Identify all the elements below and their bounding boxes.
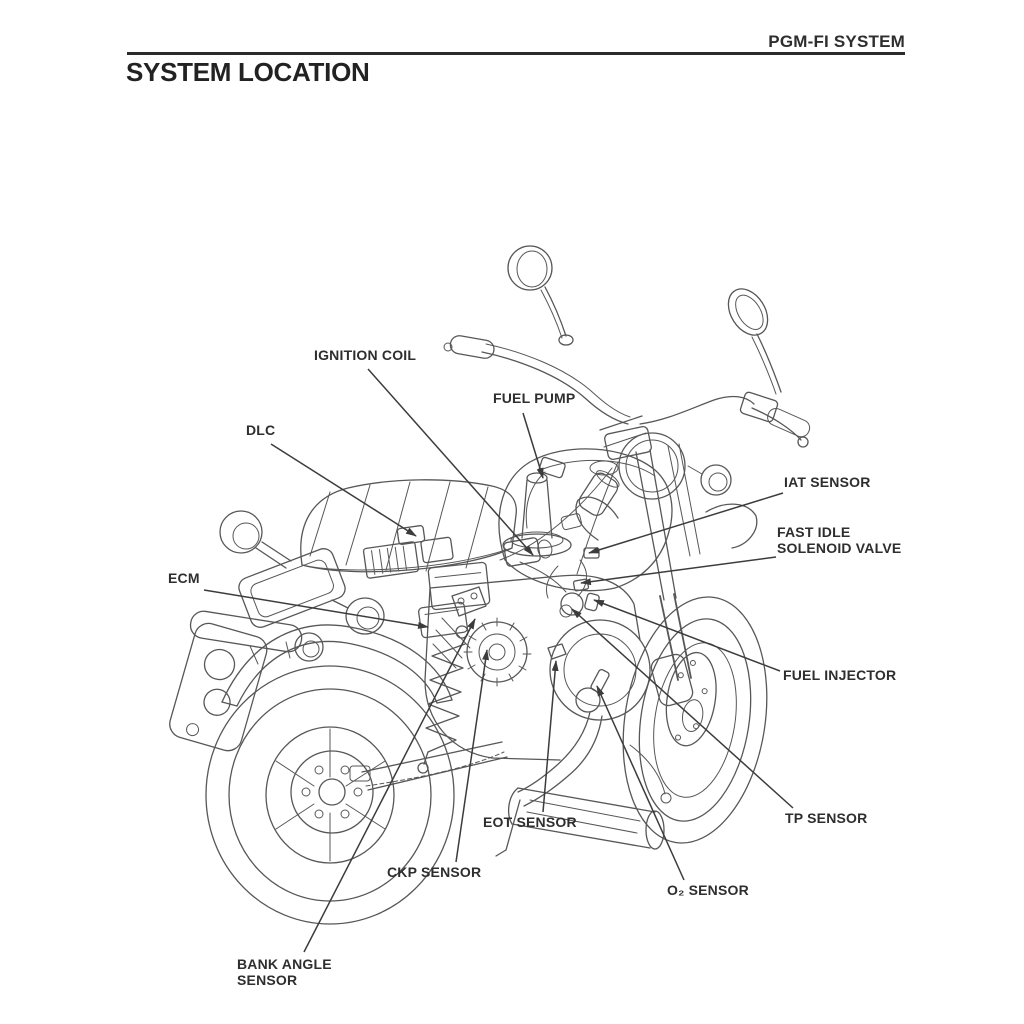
- leader-fuel-injector: [593, 599, 781, 672]
- eot-sensor-part: [547, 643, 567, 660]
- header-section-title: PGM-FI SYSTEM: [768, 32, 905, 51]
- leader-ckp-sensor: [455, 649, 490, 863]
- right-mirror: [727, 288, 782, 395]
- page-title: SYSTEM LOCATION: [126, 57, 370, 87]
- leader-iat-sensor: [588, 492, 784, 554]
- fuel-tank: [498, 448, 673, 592]
- exhaust: [507, 711, 665, 850]
- kickstand: [495, 744, 672, 857]
- label-ckp-sensor: CKP SENSOR: [387, 864, 482, 880]
- leader-o2-sensor: [596, 685, 685, 881]
- label-ignition-coil: IGNITION COIL: [314, 347, 417, 363]
- right-controls: [739, 391, 811, 448]
- leader-ignition-coil: [367, 368, 534, 556]
- leader-ecm: [203, 589, 429, 629]
- header-rule: [127, 52, 905, 55]
- left-mirror: [507, 245, 574, 346]
- leader-bank-angle-sensor: [303, 618, 476, 953]
- label-fuel-pump: FUEL PUMP: [493, 390, 576, 406]
- rear-turn-signals: [219, 510, 385, 662]
- bank-angle-sensor-part: [451, 586, 487, 617]
- alternator-ckp: [463, 617, 532, 687]
- label-ecm: ECM: [168, 570, 200, 586]
- label-o2-sensor: O₂ SENSOR: [667, 882, 749, 898]
- dlc-connector: [396, 525, 426, 545]
- front-fender: [575, 496, 758, 549]
- throttle-body: [545, 547, 600, 618]
- seat: [300, 479, 517, 573]
- label-iat-sensor: IAT SENSOR: [784, 474, 871, 490]
- front-fork: [635, 443, 701, 681]
- leader-fast-idle-solenoid-valve: [580, 556, 777, 586]
- leader-eot-sensor: [542, 660, 559, 813]
- tail-bracket: [169, 610, 303, 752]
- swingarm: [349, 741, 508, 791]
- front-end: [575, 432, 768, 844]
- handlebar: [443, 245, 811, 448]
- taillight: [238, 548, 346, 628]
- label-fuel-injector: FUEL INJECTOR: [783, 667, 897, 683]
- label-tp-sensor: TP SENSOR: [785, 810, 868, 826]
- leader-fuel-pump: [522, 412, 544, 479]
- rear-wheel: [205, 665, 455, 925]
- leader-tp-sensor: [571, 608, 794, 809]
- label-dlc: DLC: [246, 422, 276, 438]
- label-eot-sensor: EOT SENSOR: [483, 814, 577, 830]
- leader-dlc: [270, 443, 417, 537]
- o2-sensor-part: [590, 668, 610, 693]
- frame: [499, 415, 652, 575]
- leader-lines: [203, 368, 794, 953]
